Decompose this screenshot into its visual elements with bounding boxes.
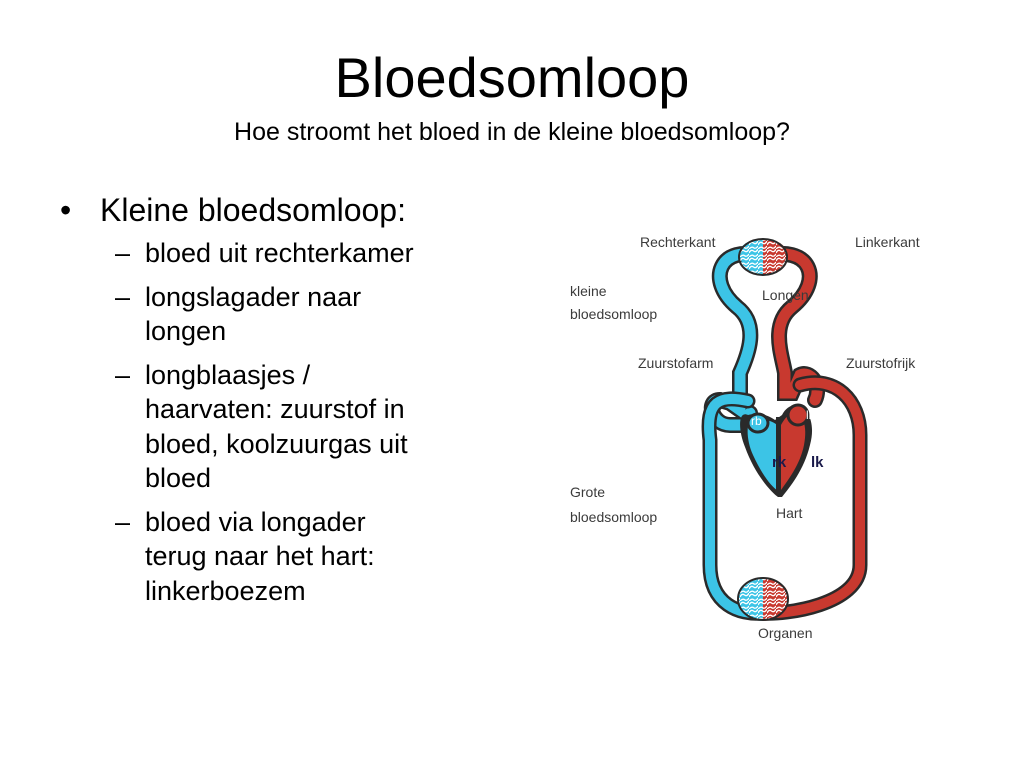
sub-bullet-line: bloed uit rechterkamer <box>145 238 414 268</box>
sub-bullet-line: linkerboezem <box>145 575 306 606</box>
label-zuurstofrijk: Zuurstofrijk <box>846 355 916 371</box>
label-longen: Longen <box>762 287 809 303</box>
label-hart: Hart <box>776 505 803 521</box>
dash-marker: – <box>115 359 131 390</box>
dash-marker: – <box>115 238 131 268</box>
sub-bullet-line: haarvaten: zuurstof in <box>145 394 405 424</box>
label-kleine-1: kleine <box>570 283 607 299</box>
sub-bullet-line: longslagader naar <box>145 281 362 312</box>
lungs-capillary-bed <box>738 238 788 276</box>
sub-bullet-line: bloed, koolzuurgas uit <box>145 428 408 459</box>
organs-capillary-bed <box>737 577 789 621</box>
sub-bullet-item: – longslagader naar longen <box>60 280 500 349</box>
label-lk: lk <box>811 454 824 471</box>
label-organen: Organen <box>758 625 812 641</box>
sub-bullet-item: – bloed via longader terug naar het hart… <box>60 505 500 609</box>
systemic-artery-fill <box>757 377 865 619</box>
main-bullet: • Kleine bloedsomloop: <box>60 188 500 232</box>
label-rk: rk <box>772 454 787 471</box>
bullet-marker: • <box>60 192 72 228</box>
label-grote-2: bloedsomloop <box>570 509 657 525</box>
sub-bullet-line: bloed <box>145 463 212 493</box>
label-linkerkant: Linkerkant <box>855 234 920 250</box>
heart <box>740 403 813 497</box>
bullet-list: • Kleine bloedsomloop: – bloed uit recht… <box>60 188 500 617</box>
sub-bullet-item: – longblaasjes / haarvaten: zuurstof in … <box>60 358 500 496</box>
sub-bullet-line: bloed via longader <box>145 506 366 537</box>
label-grote-1: Grote <box>570 484 605 500</box>
dash-marker: – <box>115 281 131 312</box>
sub-bullet-item: – bloed uit rechterkamer <box>60 236 500 271</box>
sub-bullet-list: – bloed uit rechterkamer – longslagader … <box>60 236 500 608</box>
dash-marker: – <box>115 506 131 537</box>
sub-bullet-line: longblaasjes / <box>145 359 311 390</box>
main-bullet-text: Kleine bloedsomloop: <box>100 192 406 228</box>
label-zuurstofarm: Zuurstofarm <box>638 355 713 371</box>
systemic-vein-fill <box>704 393 767 619</box>
label-kleine-2: bloedsomloop <box>570 306 657 322</box>
label-rechterkant: Rechterkant <box>640 234 716 250</box>
label-lb: lb <box>806 408 816 422</box>
slide-title: Bloedsomloop <box>334 46 690 109</box>
slide-subtitle: Hoe stroomt het bloed in de kleine bloed… <box>234 118 790 146</box>
circulation-diagram: Rechterkant Linkerkant Longen kleine blo… <box>570 234 920 641</box>
label-rb: rb <box>751 414 762 428</box>
sub-bullet-line: longen <box>145 316 227 346</box>
sub-bullet-line: terug naar het hart: <box>145 541 375 571</box>
